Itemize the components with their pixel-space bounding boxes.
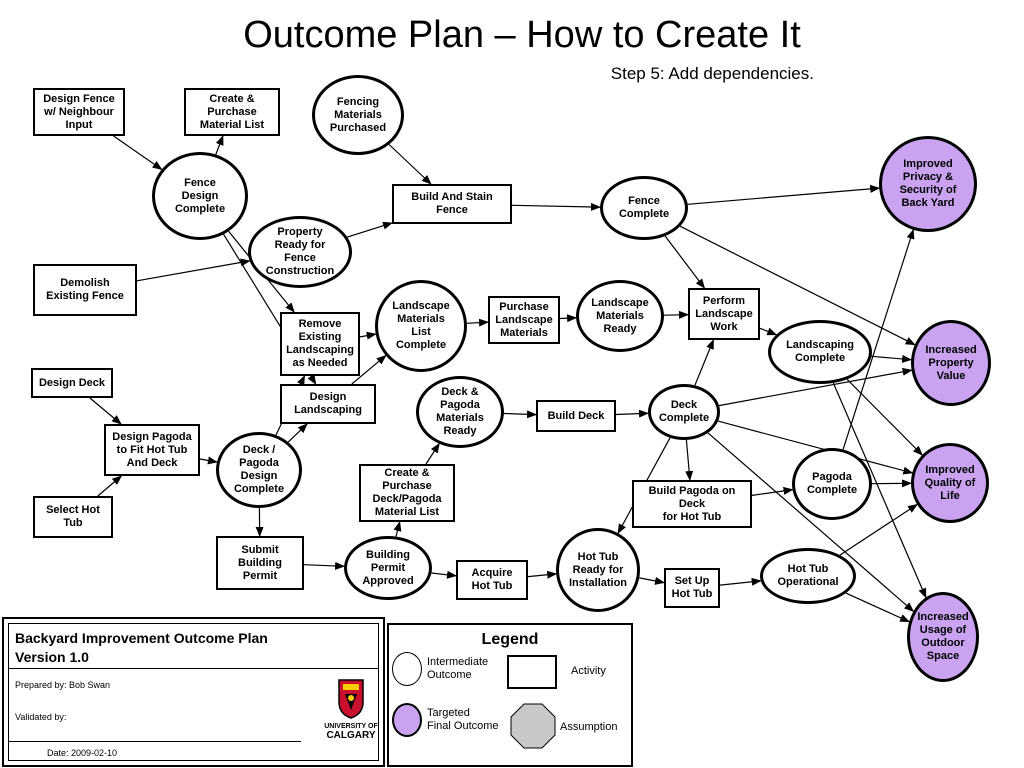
node-building-permit-approved: Building Permit Approved <box>344 536 432 600</box>
node-hot-tub-operational: Hot Tub Operational <box>760 548 856 604</box>
node-pagoda-complete: Pagoda Complete <box>792 448 872 520</box>
edge-deck-complete-to-build-pagoda-on-deck <box>685 439 694 481</box>
node-create-purchase-deck-pagoda-list: Create & Purchase Deck/Pagoda Material L… <box>359 464 455 522</box>
node-design-pagoda: Design Pagoda to Fit Hot Tub And Deck <box>104 424 200 476</box>
prepared-by: Prepared by: Bob Swan <box>15 680 111 690</box>
node-landscaping-complete: Landscaping Complete <box>768 320 872 384</box>
edge-build-and-stain-fence-to-fence-complete <box>511 202 601 211</box>
edge-fencing-materials-purchased-to-build-and-stain-fence <box>388 144 432 185</box>
node-submit-building-permit: Submit Building Permit <box>216 536 304 590</box>
node-hot-tub-ready: Hot Tub Ready for Installation <box>556 528 640 612</box>
node-demolish-existing-fence: Demolish Existing Fence <box>33 264 137 316</box>
node-deck-pagoda-design-complete: Deck / Pagoda Design Complete <box>216 432 302 508</box>
node-purchase-landscape-materials: Purchase Landscape Materials <box>488 296 560 344</box>
plan-info-inner: Backyard Improvement Outcome Plan Versio… <box>8 623 379 761</box>
legend-box: Legend Intermediate Outcome Activity Tar… <box>387 623 633 767</box>
university-of-calgary-logo: UNIVERSITY OF CALGARY <box>324 679 378 740</box>
edge-build-pagoda-on-deck-to-pagoda-complete <box>751 486 794 496</box>
logo-text-line2: CALGARY <box>326 730 375 740</box>
node-deck-pagoda-materials-ready: Deck & Pagoda Materials Ready <box>416 376 504 448</box>
validated-by: Validated by: <box>15 712 67 722</box>
node-fencing-materials-purchased: Fencing Materials Purchased <box>312 75 404 155</box>
edge-deck-complete-to-perform-landscape-work <box>694 339 714 386</box>
edge-deck-pagoda-design-complete-to-design-landscaping <box>287 423 308 443</box>
node-design-landscaping: Design Landscaping <box>280 384 376 424</box>
legend-intermediate-symbol <box>392 652 422 686</box>
node-fence-design-complete: Fence Design Complete <box>152 152 248 240</box>
node-property-ready-for-fence: Property Ready for Fence Construction <box>248 216 352 288</box>
edge-design-deck-to-design-pagoda <box>89 397 122 425</box>
node-design-deck: Design Deck <box>31 368 113 398</box>
node-landscape-materials-ready: Landscape Materials Ready <box>576 280 664 352</box>
edge-demolish-existing-fence-to-property-ready-for-fence <box>136 258 251 282</box>
node-improved-quality-of-life: Improved Quality of Life <box>911 443 989 523</box>
edge-property-ready-for-fence-to-build-and-stain-fence <box>347 221 393 238</box>
edge-remove-existing-landscaping-to-landscape-materials-list-complete <box>359 331 377 340</box>
plan-info-box: Backyard Improvement Outcome Plan Versio… <box>2 617 385 767</box>
edge-landscaping-complete-to-increased-usage-outdoor-space <box>832 382 927 599</box>
edge-hot-tub-ready-to-set-up-hot-tub <box>639 576 665 585</box>
node-deck-complete: Deck Complete <box>648 384 720 440</box>
page-subtitle: Step 5: Add dependencies. <box>610 64 814 83</box>
edge-design-fence-to-fence-design-complete <box>113 135 163 170</box>
edge-landscape-materials-list-complete-to-purchase-landscape-materials <box>466 318 489 327</box>
edge-building-permit-approved-to-create-purchase-deck-pagoda-list <box>393 521 402 537</box>
legend-activity-symbol <box>507 655 557 689</box>
plan-title-divider <box>9 668 378 669</box>
edge-submit-building-permit-to-building-permit-approved <box>303 561 346 570</box>
logo-text-line1: UNIVERSITY OF <box>324 723 378 730</box>
legend-title: Legend <box>481 631 539 648</box>
edge-landscaping-complete-to-improved-quality-of-life <box>846 378 923 456</box>
validated-divider <box>9 741 301 742</box>
node-set-up-hot-tub: Set Up Hot Tub <box>664 568 720 608</box>
edge-design-pagoda-to-deck-pagoda-design-complete <box>199 456 218 465</box>
edge-hot-tub-operational-to-increased-usage-outdoor-space <box>845 592 911 623</box>
edge-design-landscaping-to-landscape-materials-list-complete <box>351 354 387 385</box>
node-fence-complete: Fence Complete <box>600 176 688 240</box>
edge-hot-tub-operational-to-improved-quality-of-life <box>839 503 918 556</box>
node-design-fence: Design Fence w/ Neighbour Input <box>33 88 125 136</box>
edge-fence-design-complete-to-create-purchase-material-list <box>215 135 224 155</box>
edge-set-up-hot-tub-to-hot-tub-operational <box>719 577 762 586</box>
edge-acquire-hot-tub-to-hot-tub-ready <box>527 570 558 579</box>
node-build-pagoda-on-deck: Build Pagoda on Deck for Hot Tub <box>632 480 752 528</box>
edge-select-hot-tub-to-design-pagoda <box>97 475 123 497</box>
node-landscape-materials-list-complete: Landscape Materials List Complete <box>375 280 467 372</box>
edge-build-deck-to-deck-complete <box>615 409 649 418</box>
node-perform-landscape-work: Perform Landscape Work <box>688 288 760 340</box>
page-title: Outcome Plan – How to Create It <box>243 14 801 56</box>
legend-final-symbol <box>392 703 422 737</box>
edge-create-purchase-deck-pagoda-list-to-deck-pagoda-materials-ready <box>425 442 440 465</box>
edge-fence-complete-to-improved-privacy <box>687 184 881 205</box>
edge-landscape-materials-ready-to-perform-landscape-work <box>663 310 689 319</box>
edge-deck-complete-to-increased-property-value <box>718 367 913 407</box>
node-increased-usage-outdoor-space: Increased Usage of Outdoor Space <box>907 592 979 682</box>
node-improved-privacy: Improved Privacy & Security of Back Yard <box>879 136 977 232</box>
edge-building-permit-approved-to-acquire-hot-tub <box>431 570 457 579</box>
edge-fence-complete-to-increased-property-value <box>679 225 916 346</box>
edge-landscaping-complete-to-increased-property-value <box>871 354 913 363</box>
plan-title: Backyard Improvement Outcome Plan Versio… <box>15 630 268 665</box>
node-remove-existing-landscaping: Remove Existing Landscaping as Needed <box>280 312 360 376</box>
edge-deck-complete-to-increased-usage-outdoor-space <box>707 432 915 612</box>
plan-date: Date: 2009-02-10 <box>47 748 118 758</box>
node-create-purchase-material-list: Create & Purchase Material List <box>184 88 280 136</box>
edge-perform-landscape-work-to-landscaping-complete <box>759 327 778 336</box>
legend-assumption-label: Assumption <box>560 721 618 733</box>
legend-intermediate-label: Intermediate Outcome <box>427 656 489 681</box>
edge-pagoda-complete-to-improved-privacy <box>842 228 915 450</box>
edge-deck-pagoda-materials-ready-to-build-deck <box>503 410 537 419</box>
node-build-deck: Build Deck <box>536 400 616 432</box>
legend-final-label: Targeted Final Outcome <box>427 707 499 732</box>
edge-deck-complete-to-improved-quality-of-life <box>717 420 914 475</box>
edge-fence-complete-to-perform-landscape-work <box>664 235 706 289</box>
legend-assumption-symbol <box>510 703 556 749</box>
node-select-hot-tub: Select Hot Tub <box>33 496 113 538</box>
legend-activity-label: Activity <box>571 665 606 677</box>
edge-purchase-landscape-materials-to-landscape-materials-ready <box>559 314 578 323</box>
node-build-and-stain-fence: Build And Stain Fence <box>392 184 512 224</box>
node-increased-property-value: Increased Property Value <box>911 320 991 406</box>
node-acquire-hot-tub: Acquire Hot Tub <box>456 560 528 600</box>
